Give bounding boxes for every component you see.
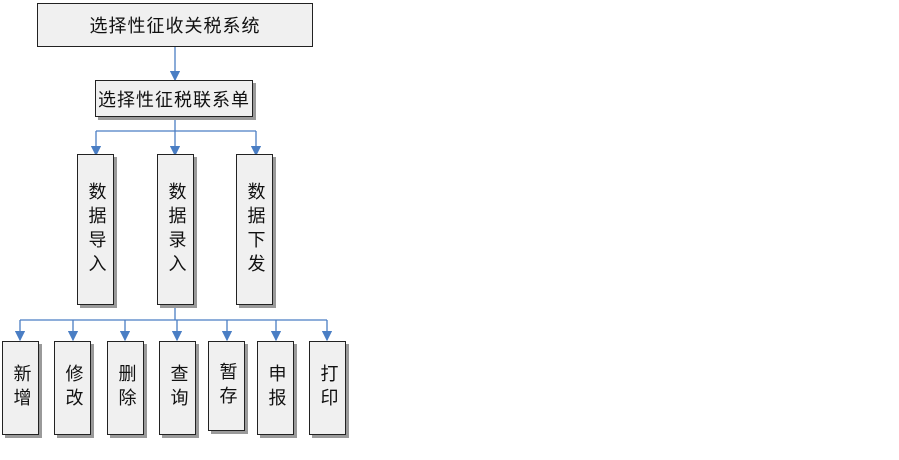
root-node-label: 选择性征收关税系统	[89, 16, 261, 37]
node-add: 新增	[2, 341, 39, 435]
node-data-dispatch: 数据下发	[236, 154, 273, 305]
node-data-import-label: 数据导入	[85, 181, 107, 278]
node-print-label: 打印	[317, 364, 339, 412]
node-data-entry-label: 数据录入	[165, 181, 187, 278]
node-declare: 申报	[257, 341, 294, 435]
root-node: 选择性征收关税系统	[37, 3, 313, 47]
node-save: 暂存	[208, 341, 245, 431]
node-modify: 修改	[54, 341, 91, 435]
form-node: 选择性征税联系单	[95, 80, 253, 117]
node-query: 查询	[159, 341, 196, 435]
node-query-label: 查询	[167, 364, 189, 412]
form-node-label: 选择性征税联系单	[98, 89, 250, 111]
node-delete: 删除	[107, 341, 144, 435]
node-save-label: 暂存	[216, 362, 238, 410]
node-declare-label: 申报	[265, 364, 287, 412]
node-data-import: 数据导入	[77, 154, 114, 305]
node-data-dispatch-label: 数据下发	[244, 181, 266, 278]
node-add-label: 新增	[10, 364, 32, 412]
node-print: 打印	[309, 341, 346, 435]
node-delete-label: 删除	[115, 364, 137, 412]
node-modify-label: 修改	[62, 364, 84, 412]
node-data-entry: 数据录入	[157, 154, 194, 305]
